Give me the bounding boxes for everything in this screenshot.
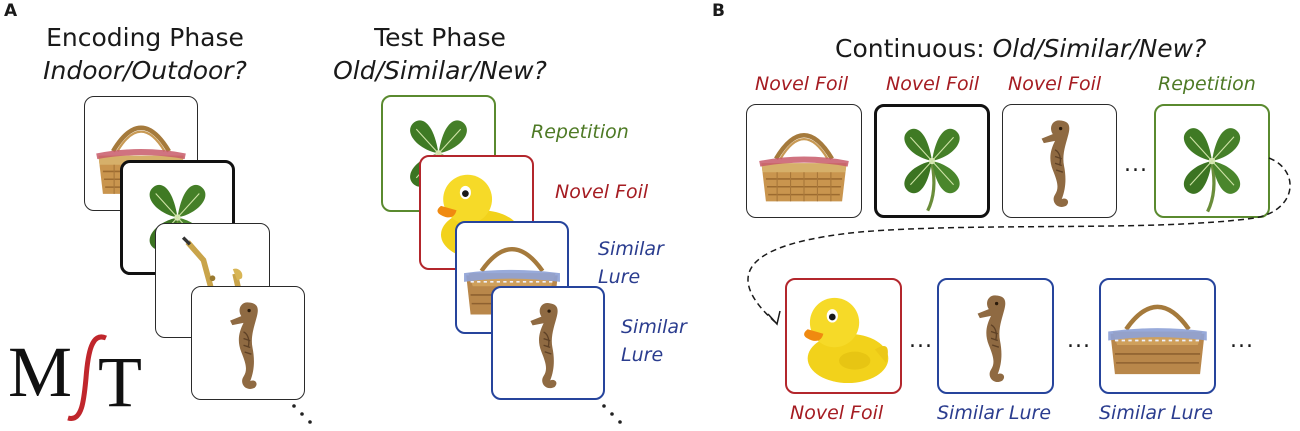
- logo-letter-m: M: [8, 332, 72, 412]
- test-phase-question: Old/Similar/New?: [333, 56, 547, 85]
- top-label-2: Novel Foil: [886, 73, 980, 95]
- continuous-heading: Continuous: Old/Similar/New?: [835, 32, 1206, 65]
- sequence-card-5-duck: [785, 278, 902, 394]
- test-phase-title: Test Phase: [374, 23, 506, 52]
- logo-letter-t: T: [98, 342, 142, 422]
- encoding-phase-question: Indoor/Outdoor?: [43, 56, 247, 85]
- ellipsis-bottom-2: ...: [1067, 328, 1091, 353]
- seahorse-icon: [976, 294, 1006, 383]
- sequence-card-6-seahorse: [937, 278, 1054, 394]
- continuous-question: Old/Similar/New?: [992, 34, 1207, 63]
- test-card-seahorse: [491, 286, 605, 400]
- encoding-phase-heading: Encoding Phase Indoor/Outdoor?: [30, 21, 260, 87]
- label-similar-lure-2: Similar Lure: [621, 316, 687, 366]
- label-similar-lure-1: Similar Lure: [598, 238, 664, 288]
- top-label-4: Repetition: [1158, 73, 1256, 95]
- encoding-card-seahorse: [191, 286, 305, 400]
- picnic-basket-icon: [1101, 280, 1214, 392]
- panel-letter-a: A: [4, 1, 18, 21]
- bottom-label-3: Similar Lure: [1099, 402, 1214, 424]
- ellipsis-bottom-1: ...: [909, 328, 933, 353]
- top-label-1: Novel Foil: [755, 73, 849, 95]
- label-novel-foil: Novel Foil: [555, 181, 649, 203]
- bottom-label-2: Similar Lure: [937, 402, 1052, 424]
- test-continuation-dots: [602, 404, 622, 424]
- encoding-continuation-dots: [292, 404, 312, 424]
- bottom-label-1: Novel Foil: [790, 402, 884, 424]
- encoding-phase-title: Encoding Phase: [46, 23, 244, 52]
- logo-mst-icon: M T: [8, 332, 142, 422]
- sequence-card-3-seahorse: [1002, 104, 1117, 218]
- ellipsis-bottom-3: ...: [1230, 328, 1254, 353]
- continuous-title: Continuous:: [835, 34, 993, 63]
- sequence-card-2-clover: [874, 104, 990, 218]
- panel-letter-b: B: [712, 1, 725, 21]
- sequence-card-4-clover: [1154, 104, 1270, 218]
- ellipsis-top: ...: [1124, 152, 1148, 177]
- test-phase-heading: Test Phase Old/Similar/New?: [325, 21, 555, 87]
- sequence-card-1-basket: [746, 104, 862, 218]
- label-repetition: Repetition: [531, 121, 629, 143]
- sequence-card-7-basket: [1099, 278, 1216, 394]
- rubber-duck-icon: [804, 297, 889, 384]
- top-label-3: Novel Foil: [1008, 73, 1102, 95]
